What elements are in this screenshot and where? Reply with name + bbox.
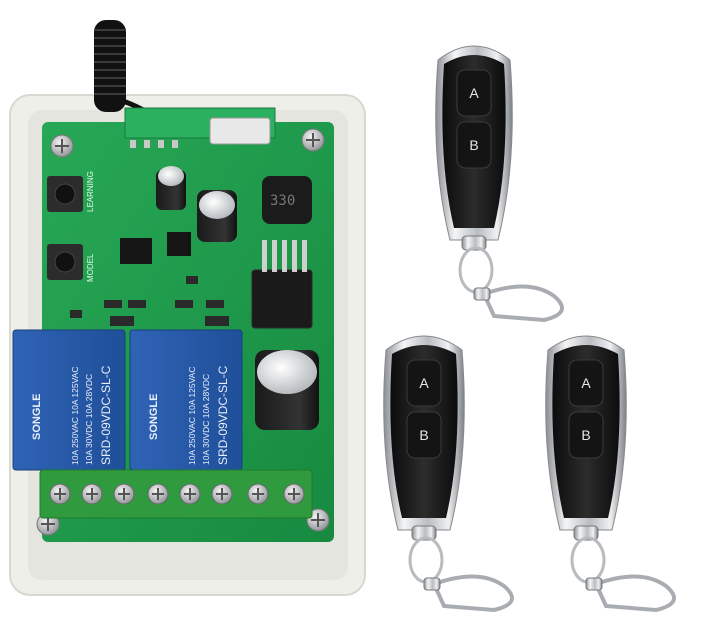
remote-label-b: B: [469, 137, 478, 153]
terminal-screw: [147, 483, 169, 505]
relay-1-brand: SONGLE: [31, 394, 43, 440]
remote-label-a: A: [419, 375, 429, 391]
small-capacitor: [156, 166, 186, 210]
remote-button-a: [456, 69, 492, 117]
terminal-screw: [211, 483, 233, 505]
regulator-ic: [251, 269, 313, 329]
relay-2: SONGLE 10A 250VAC 10A 125VAC 10A 30VDC 1…: [129, 329, 243, 471]
remote-button-a: [406, 359, 442, 407]
relay-1-rating1: 10A 250VAC 10A 125VAC: [70, 367, 80, 465]
clasp-swivel: [423, 577, 441, 591]
remote-fob-2: A B: [383, 335, 514, 613]
receiver-module: LEARNING MODEL 330: [9, 20, 366, 596]
relay-2-rating2: 10A 30VDC 10A 28VDC: [201, 374, 211, 465]
relay-1: SONGLE 10A 250VAC 10A 125VAC 10A 30VDC 1…: [12, 329, 126, 471]
driver-ic: [167, 232, 191, 256]
learning-button: [47, 176, 83, 212]
clasp-swivel: [585, 577, 603, 591]
relay-2-model: SRD-09VDC-SL-C: [216, 365, 230, 465]
lobster-clasp: [481, 284, 564, 323]
terminal-screw: [81, 483, 103, 505]
remote-button-b: [568, 411, 604, 459]
decoder-ic: [120, 238, 152, 264]
smd-components: [70, 276, 229, 326]
terminal-screw: [49, 483, 71, 505]
regulator-leads: [262, 240, 307, 272]
remote-button-b: [456, 121, 492, 169]
relay-1-rating2: 10A 30VDC 10A 28VDC: [84, 374, 94, 465]
crystal-oscillator: [209, 117, 271, 145]
remote-label-b: B: [419, 427, 428, 443]
terminal-screw: [179, 483, 201, 505]
terminal-screw: [113, 483, 135, 505]
clasp-swivel: [473, 287, 491, 301]
remote-button-b: [406, 411, 442, 459]
remote-fob-1: A B: [435, 45, 564, 323]
large-capacitor: [255, 350, 319, 430]
keyring: [408, 536, 444, 584]
lobster-clasp: [593, 574, 676, 613]
model-button: [47, 244, 83, 280]
silk-learning-label: LEARNING: [86, 171, 95, 212]
terminal-screw: [283, 483, 305, 505]
keyring: [570, 536, 606, 584]
medium-capacitor: [197, 190, 237, 242]
remote-lanyard-loop: [411, 525, 437, 541]
rf-pins: [130, 140, 178, 148]
silk-model-label: MODEL: [86, 253, 95, 282]
remote-lanyard-loop: [461, 235, 487, 251]
remote-lanyard-loop: [573, 525, 599, 541]
remote-button-a: [568, 359, 604, 407]
power-inductor: 330: [262, 176, 312, 224]
relay-2-rating1: 10A 250VAC 10A 125VAC: [187, 367, 197, 465]
keyring: [458, 246, 494, 294]
remote-label-a: A: [469, 85, 479, 101]
remote-label-b: B: [581, 427, 590, 443]
inductor-label: 330: [270, 193, 295, 209]
relay-1-model: SRD-09VDC-SL-C: [99, 365, 113, 465]
remote-fob-3: A B: [545, 335, 676, 613]
screw-terminal-block: [39, 469, 313, 519]
relay-2-brand: SONGLE: [148, 394, 160, 440]
lobster-clasp: [431, 574, 514, 613]
remote-label-a: A: [581, 375, 591, 391]
terminal-screw: [247, 483, 269, 505]
